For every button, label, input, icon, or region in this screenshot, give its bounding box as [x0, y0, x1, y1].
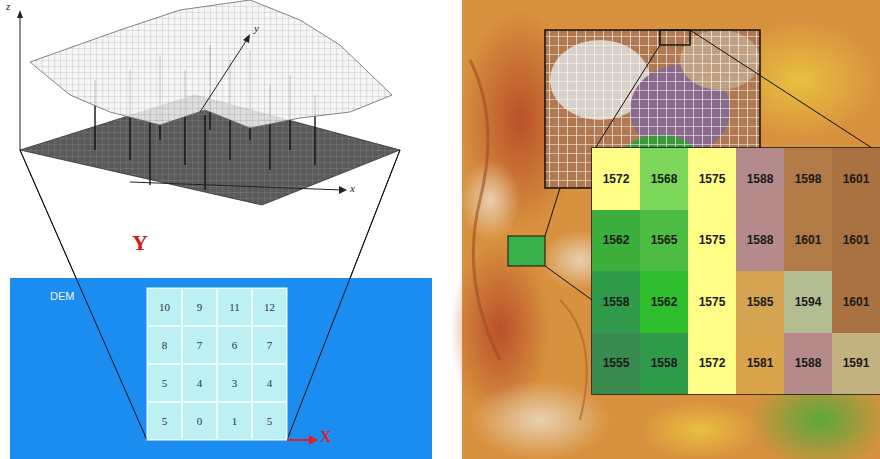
grid-cell: 1 [217, 402, 252, 440]
panel-label: DEM [50, 290, 74, 302]
elevation-cell: 1565 [640, 210, 688, 272]
grid-cell: 12 [252, 288, 287, 326]
axis-label: x [350, 182, 355, 194]
axis-label: y [254, 22, 259, 34]
grid-cell: 9 [182, 288, 217, 326]
grid-cell: 5 [147, 364, 182, 402]
grid-cell: 5 [252, 402, 287, 440]
elevation-cell: 1562 [592, 210, 640, 272]
elevation-cell: 1591 [832, 333, 880, 395]
elevation-cell: 1562 [640, 271, 688, 333]
elevation-cell: 1575 [688, 210, 736, 272]
axis-label: z [6, 0, 10, 12]
grid-cell: 3 [217, 364, 252, 402]
grid-cell: 0 [182, 402, 217, 440]
elevation-cell: 1588 [784, 333, 832, 395]
grid-cell: 8 [147, 326, 182, 364]
grid-cell: 11 [217, 288, 252, 326]
elevation-cell: 1601 [832, 271, 880, 333]
elevation-cell: 1588 [736, 210, 784, 272]
elevation-cell: 1575 [688, 148, 736, 210]
elevation-cell: 1555 [592, 333, 640, 395]
elevation-cell: 1601 [832, 210, 880, 272]
grid-cell: 4 [182, 364, 217, 402]
elevation-cell: 1572 [592, 148, 640, 210]
elevation-cell: 1594 [784, 271, 832, 333]
axis-letter: Y [132, 230, 148, 256]
grid-cell: 7 [252, 326, 287, 364]
elevation-cell: 1585 [736, 271, 784, 333]
elevation-cell: 1575 [688, 271, 736, 333]
grid-cell: 4 [252, 364, 287, 402]
elevation-cell: 1601 [784, 210, 832, 272]
elevation-cell: 1572 [688, 333, 736, 395]
elevation-cell: 1601 [832, 148, 880, 210]
elevation-cell: 1588 [736, 148, 784, 210]
elevation-cell: 1598 [784, 148, 832, 210]
grid-cell: 6 [217, 326, 252, 364]
grid-cell: 10 [147, 288, 182, 326]
axis-letter: X [320, 428, 332, 446]
elevation-cell: 1558 [592, 271, 640, 333]
grid-cell: 5 [147, 402, 182, 440]
grid-cell: 7 [182, 326, 217, 364]
elevation-cell: 1558 [640, 333, 688, 395]
elevation-cell: 1581 [736, 333, 784, 395]
elevation-cell: 1568 [640, 148, 688, 210]
